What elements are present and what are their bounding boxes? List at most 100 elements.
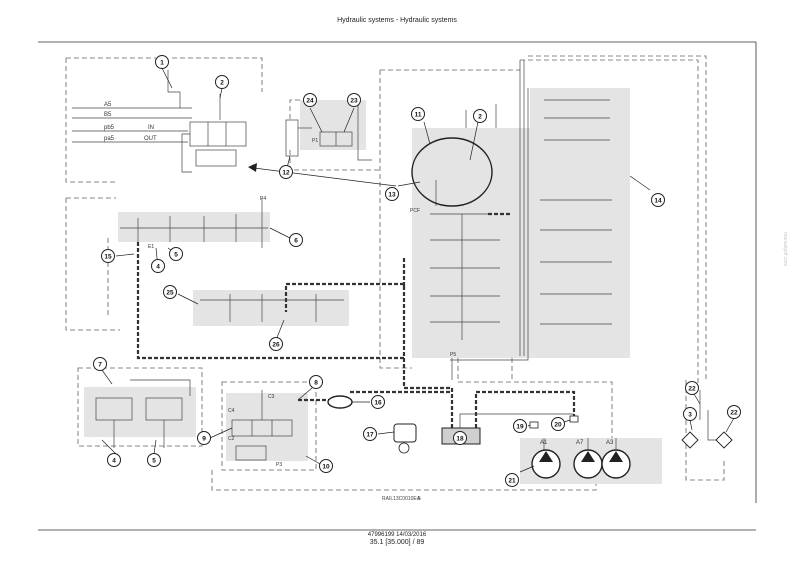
callout-c22a: 22 (685, 381, 699, 395)
diagram-number: 5 (418, 496, 421, 502)
callout-circle (319, 459, 333, 473)
callout-c9: 9 (197, 431, 211, 445)
port-a3: A3 (606, 440, 614, 446)
port-labels: A5 B5 pb5 IN pa5 OUT A1 A7 A3 PCF P1 C4 … (104, 102, 614, 468)
callout-circle (269, 337, 283, 351)
brake-accumulator (327, 395, 353, 409)
callout-c2b: 2 (473, 109, 487, 123)
callout-label: 19 (516, 423, 524, 430)
callout-circle (473, 109, 487, 123)
callout-label: 6 (294, 237, 298, 244)
callout-c16: 16 (371, 395, 385, 409)
port-c2: C2 (228, 436, 235, 442)
callout-circle (363, 427, 377, 441)
port-p1: P1 (312, 138, 318, 144)
port-pa5: pa5 (104, 136, 115, 142)
callout-c26: 26 (269, 337, 283, 351)
hydraulic-lines (72, 60, 722, 461)
callout-circle (163, 285, 177, 299)
callout-circle (93, 357, 107, 371)
callout-c25: 25 (163, 285, 177, 299)
callout-circle (727, 405, 741, 419)
port-p4: P4 (260, 196, 266, 202)
callout-c10: 10 (319, 459, 333, 473)
callout-circle (513, 419, 527, 433)
callout-circle (385, 187, 399, 201)
port-a1: A1 (540, 440, 548, 446)
port-in: IN (148, 125, 154, 131)
callout-label: 5 (152, 457, 156, 464)
callout-c11: 11 (411, 107, 425, 121)
callout-label: 4 (156, 263, 160, 270)
hitch-valve-area (84, 387, 196, 437)
callout-circle (151, 259, 165, 273)
callout-label: 2 (478, 113, 482, 120)
callout-circle (101, 249, 115, 263)
port-p5: P5 (450, 352, 456, 358)
callout-c21: 21 (505, 473, 519, 487)
callout-label: 26 (272, 341, 280, 348)
callout-c12: 12 (279, 165, 293, 179)
callout-circle (505, 473, 519, 487)
callout-circle (107, 453, 121, 467)
port-a5: A5 (104, 102, 112, 108)
callout-label: 22 (688, 385, 696, 392)
callout-circle (347, 93, 361, 107)
callout-c20: 20 (551, 417, 565, 431)
callout-label: 2 (220, 79, 224, 86)
callout-label: 23 (350, 97, 358, 104)
callout-c23: 23 (347, 93, 361, 107)
port-b5: B5 (104, 112, 112, 118)
callout-c4a: 4 (151, 259, 165, 273)
callout-circle (289, 233, 303, 247)
callout-c5b: 5 (147, 453, 161, 467)
pump-a3 (601, 449, 631, 479)
callout-label: 11 (415, 111, 422, 118)
callout-circle (453, 431, 467, 445)
callout-circle (303, 93, 317, 107)
pump-a1 (531, 449, 561, 479)
callout-leaders (101, 67, 735, 473)
callout-circle (651, 193, 665, 207)
callout-label: 20 (554, 421, 562, 428)
callout-c8: 8 (309, 375, 323, 389)
callout-label: 18 (456, 435, 464, 442)
callout-c18: 18 (453, 431, 467, 445)
footer-page-number: 35.1 [35.000] / 89 (369, 539, 425, 546)
callout-c4b: 4 (107, 453, 121, 467)
watermark: manualpdf.com (782, 232, 788, 267)
callout-circle (197, 431, 211, 445)
cooler-right-icon (715, 431, 733, 449)
callout-c22b: 22 (727, 405, 741, 419)
fitting-19 (529, 421, 539, 429)
port-e1: E1 (148, 244, 154, 250)
callout-circle (683, 407, 697, 421)
callout-label: 1 (160, 59, 164, 66)
pumps (531, 449, 631, 479)
cooler-left-icon (681, 431, 699, 449)
port-a7: A7 (576, 440, 584, 446)
callout-label: 9 (202, 435, 206, 442)
callout-label: 14 (654, 197, 662, 204)
callout-label: 12 (282, 169, 290, 176)
callout-circle (155, 55, 169, 69)
callout-c5a: 5 (169, 247, 183, 261)
callout-label: 21 (508, 477, 516, 484)
callout-c2a: 2 (215, 75, 229, 89)
callout-c17: 17 (363, 427, 377, 441)
sensor-valve-area (300, 100, 366, 150)
callout-label: 8 (314, 379, 318, 386)
callout-label: 10 (322, 463, 330, 470)
callout-label: 16 (374, 399, 382, 406)
callout-c13: 13 (385, 187, 399, 201)
callout-c24: 24 (303, 93, 317, 107)
callout-circle (147, 453, 161, 467)
footer-doc-code: 47996199 14/03/2016 (367, 532, 427, 538)
port-out: OUT (144, 136, 157, 142)
callout-c19: 19 (513, 419, 527, 433)
detail-highlight-circle (411, 137, 493, 207)
port-c3: C3 (268, 394, 275, 400)
callout-label: 3 (688, 411, 692, 418)
